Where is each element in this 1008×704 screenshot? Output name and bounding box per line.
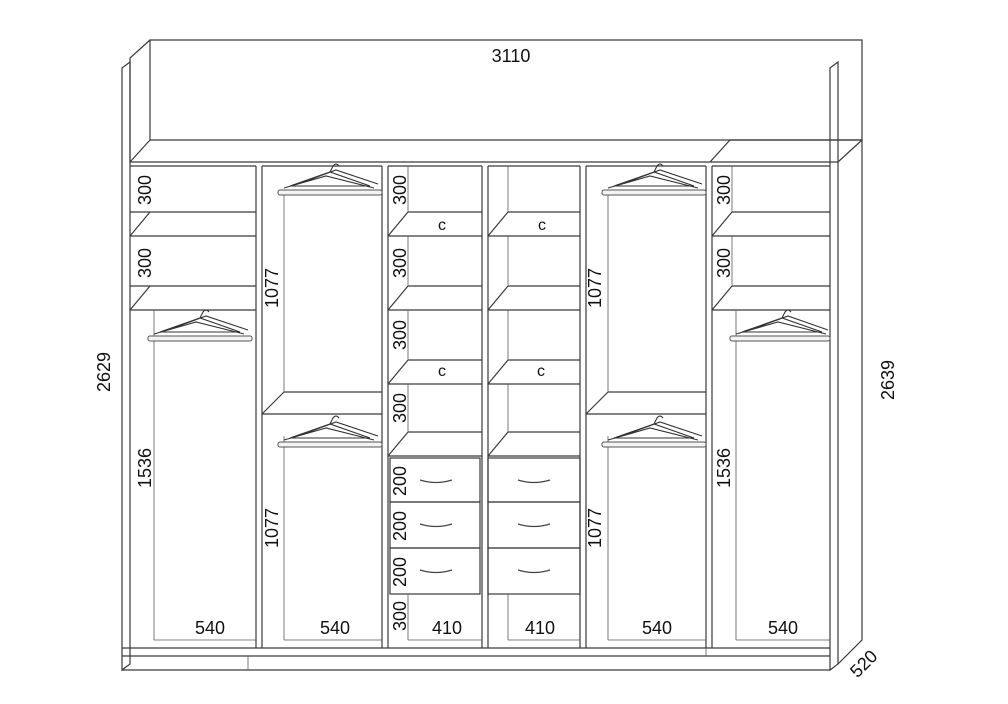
center-right-section — [487, 165, 581, 641]
drawer-1-height: 200 — [390, 466, 410, 496]
vertical-dividers — [255, 166, 713, 648]
right-shelf-2-height: 300 — [714, 248, 734, 278]
plinth — [122, 647, 830, 671]
drawer-handle-icon — [517, 523, 551, 528]
center-left-section — [387, 165, 482, 641]
plinth-height: 300 — [390, 601, 410, 631]
center-shelf-4-height: 300 — [390, 393, 410, 423]
right-hanging-height: 1536 — [714, 448, 734, 488]
left-shelf-1-height: 300 — [135, 175, 155, 205]
drawer-handle-icon — [517, 569, 551, 574]
drawer-2-height: 200 — [390, 511, 410, 541]
inner-right-top-hanging: 1077 — [585, 268, 605, 308]
hanger-icon — [729, 309, 831, 342]
drawer-handle-icon — [419, 479, 453, 484]
drawer-handle-icon — [419, 523, 453, 528]
center-right-width-label: 410 — [525, 618, 555, 638]
center-left-mark-2: c — [438, 363, 446, 380]
inner-left-bottom-hanging: 1077 — [262, 508, 282, 548]
inner-left-width-label: 540 — [320, 618, 350, 638]
right-width-label: 540 — [768, 618, 798, 638]
hanger-icon — [601, 163, 707, 196]
inner-right-section — [585, 165, 706, 641]
left-hanging-height: 1536 — [135, 448, 155, 488]
inner-right-width-label: 540 — [642, 618, 672, 638]
hanger-icon — [277, 415, 383, 448]
left-section — [129, 165, 256, 641]
center-shelf-1-height: 300 — [390, 175, 410, 205]
hanger-icon — [277, 163, 383, 196]
left-shelf-2-height: 300 — [135, 248, 155, 278]
center-shelf-2-height: 300 — [390, 248, 410, 278]
hanger-icon — [147, 309, 253, 342]
center-left-width-label: 410 — [432, 618, 462, 638]
center-right-mark-2: c — [537, 363, 545, 380]
inner-left-top-hanging: 1077 — [262, 268, 282, 308]
hanging-rails — [147, 163, 831, 448]
left-width-label: 540 — [195, 618, 225, 638]
right-height-label: 2639 — [878, 360, 898, 400]
left-height-label: 2629 — [94, 352, 114, 392]
drawer-3-height: 200 — [390, 557, 410, 587]
hanger-icon — [601, 415, 707, 448]
inner-right-bottom-hanging: 1077 — [585, 508, 605, 548]
drawer-handle-icon — [419, 569, 453, 574]
overall-width-label: 3110 — [492, 46, 531, 66]
drawer-handle-icon — [517, 479, 551, 484]
inner-left-section — [261, 165, 382, 641]
center-shelf-3-height: 300 — [390, 320, 410, 350]
left-side-panel — [121, 60, 131, 672]
right-section — [711, 165, 830, 641]
right-shelf-1-height: 300 — [714, 175, 734, 205]
center-right-mark-1: c — [538, 217, 546, 234]
center-left-mark-1: c — [438, 217, 446, 234]
right-side-panel — [709, 60, 863, 672]
